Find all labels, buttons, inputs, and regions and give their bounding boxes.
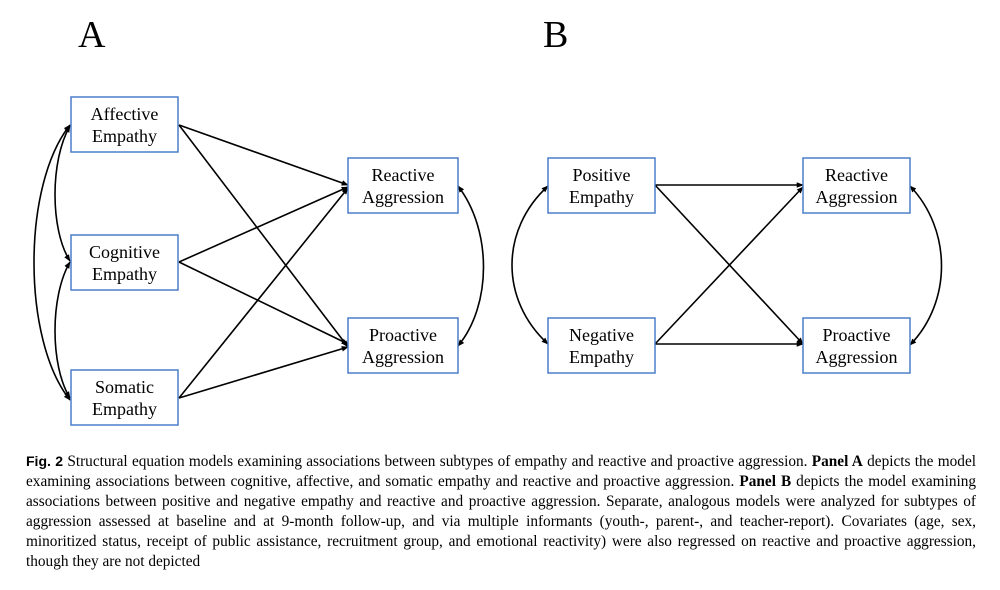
node-label-line1: Cognitive <box>89 242 160 262</box>
node-negative-empathy: Negative Empathy <box>547 317 656 374</box>
path-affective-reactive <box>178 124 349 186</box>
figure-caption: Fig. 2 Structural equation models examin… <box>26 451 976 572</box>
node-label-line1: Reactive <box>825 165 888 185</box>
panel-a-reference: Panel A <box>811 453 863 470</box>
node-label-line1: Somatic <box>95 377 154 397</box>
cov-affective-somatic <box>33 124 71 401</box>
node-proactive-aggression-b: Proactive Aggression <box>802 317 911 374</box>
caption-text-3: depicts the model examining associations… <box>26 473 977 570</box>
path-affective-proactive <box>178 124 349 348</box>
path-somatic-reactive <box>178 187 349 399</box>
path-cognitive-reactive <box>178 186 349 263</box>
node-label-line1: Proactive <box>369 325 437 345</box>
node-somatic-empathy: Somatic Empathy <box>70 369 179 426</box>
figure-label: Fig. 2 <box>26 453 64 469</box>
node-label-line2: Empathy <box>569 347 634 367</box>
cov-cognitive-somatic <box>54 261 71 399</box>
cov-reactive-proactive-b <box>909 185 943 346</box>
path-cognitive-proactive <box>178 261 349 345</box>
node-label-line2: Empathy <box>92 126 157 146</box>
node-label-line2: Aggression <box>816 187 898 207</box>
node-proactive-aggression-a: Proactive Aggression <box>347 317 459 374</box>
cov-reactive-proactive-a <box>457 185 485 347</box>
node-label-line2: Empathy <box>92 399 157 419</box>
node-label-line2: Aggression <box>816 347 898 367</box>
node-label-line1: Affective <box>91 104 159 124</box>
node-label-line2: Empathy <box>569 187 634 207</box>
node-label-line1: Positive <box>572 165 630 185</box>
panel-a-label: A <box>78 14 106 56</box>
node-label-line1: Negative <box>569 325 634 345</box>
node-positive-empathy: Positive Empathy <box>547 157 656 214</box>
cov-positive-negative <box>511 185 549 345</box>
path-somatic-proactive <box>178 346 349 399</box>
node-affective-empathy: Affective Empathy <box>70 96 179 153</box>
node-label-line2: Empathy <box>92 264 157 284</box>
sem-diagram: A B Affective Empathy Cognitive Em <box>33 14 943 426</box>
node-label-line1: Proactive <box>823 325 891 345</box>
node-label-line2: Aggression <box>362 187 444 207</box>
panel-b-reference: Panel B <box>739 473 792 490</box>
node-label-line1: Reactive <box>372 165 435 185</box>
panel-a-edges <box>33 124 485 401</box>
path-negative-reactive <box>654 186 804 345</box>
node-reactive-aggression-a: Reactive Aggression <box>347 157 459 214</box>
panel-b-label: B <box>543 14 568 56</box>
caption-text-2: depicts the model examining associations… <box>26 453 976 490</box>
node-cognitive-empathy: Cognitive Empathy <box>70 234 179 291</box>
panel-b-edges <box>511 182 943 347</box>
node-label-line2: Aggression <box>362 347 444 367</box>
node-reactive-aggression-b: Reactive Aggression <box>802 157 911 214</box>
caption-text-1: Structural equation models examining ass… <box>67 453 808 470</box>
